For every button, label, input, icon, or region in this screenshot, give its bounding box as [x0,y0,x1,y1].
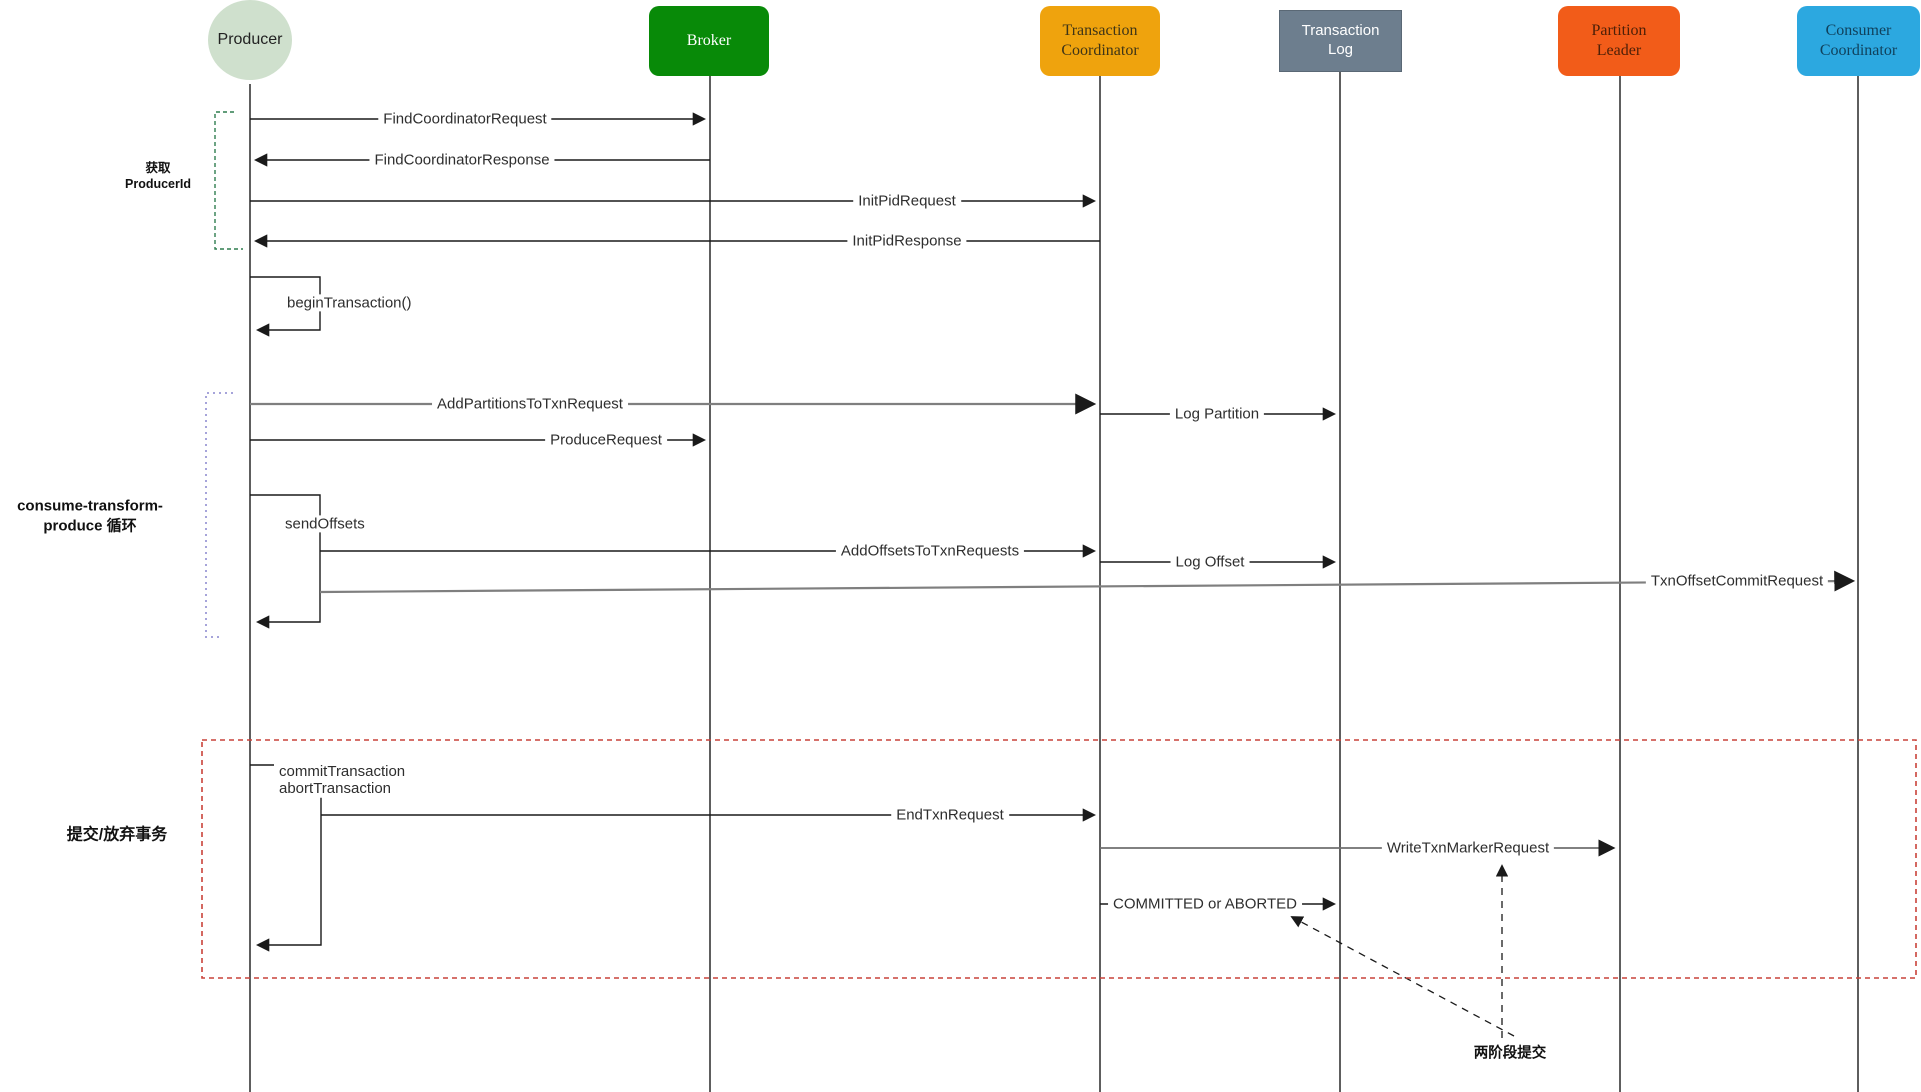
section-label-get-producerid: 获取 ProducerId [125,160,191,191]
actor-consumer-coordinator: Consumer Coordinator [1797,6,1920,76]
message-label-end-txn-request: EndTxnRequest [891,806,1009,824]
message-label-send-offsets: sendOffsets [280,515,370,533]
actor-broker: Broker [649,6,769,76]
message-label-log-offset: Log Offset [1170,553,1250,571]
message-label-write-txn-marker-request: WriteTxnMarkerRequest [1381,839,1555,857]
actor-transaction-coordinator: Transaction Coordinator [1040,6,1160,76]
message-label-init-pid-request: InitPidRequest [853,192,961,210]
actor-transaction-log: Transaction Log [1279,10,1402,72]
message-label-find-coordinator-response: FindCoordinatorResponse [369,151,555,169]
annotation-arrow-to-committed-or-aborted [1290,916,1515,1037]
frame-commit-abort-section [201,739,1917,979]
message-label-init-pid-response: InitPidResponse [847,232,967,250]
bracket-consume-transform-produce [205,392,233,638]
section-label-commit-abort: 提交/放弃事务 [66,826,168,844]
message-label-txn-offset-commit-request: TxnOffsetCommitRequest [1645,572,1829,590]
message-label-begin-transaction: beginTransaction() [282,294,417,312]
arrow-txn-offset-commit-request [319,570,1856,594]
message-label-committed-or-aborted: COMMITTED or ABORTED [1108,895,1302,913]
self-call-send-offsets [250,494,321,629]
message-label-produce-request: ProduceRequest [545,431,667,449]
message-label-commit-abort-transaction: commitTransaction abortTransaction [274,762,411,798]
actor-producer: Producer [208,0,292,80]
message-label-add-partitions-to-txn-request: AddPartitionsToTxnRequest [432,395,628,413]
message-label-log-partition: Log Partition [1169,405,1265,423]
actor-partition-leader: Partition Leader [1558,6,1680,76]
bracket-get-producerid [214,111,243,250]
section-label-two-phase-commit: 两阶段提交 [1473,1044,1547,1064]
message-label-add-offsets-to-txn-requests: AddOffsetsToTxnRequests [835,542,1025,560]
message-label-find-coordinator-request: FindCoordinatorRequest [378,110,552,128]
section-label-consume-transform-produce: consume-transform- produce 循环 [17,497,163,535]
